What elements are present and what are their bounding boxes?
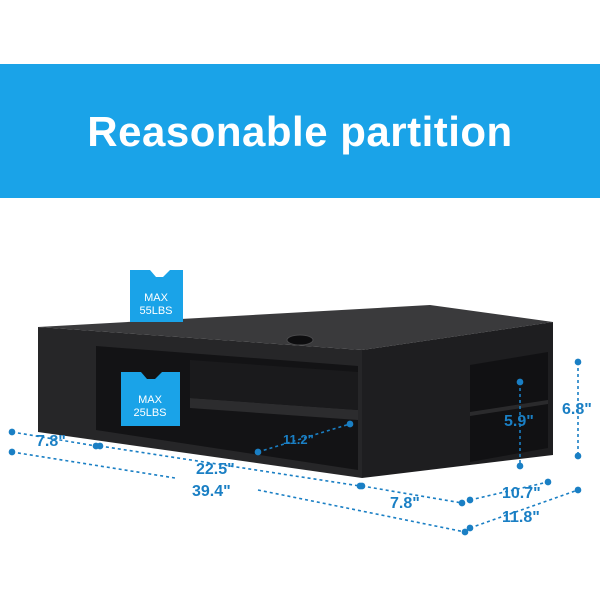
dim-depth-inner: 10.7" <box>502 485 541 502</box>
shelf-top <box>38 305 553 350</box>
badge-middle-line1: MAX <box>138 394 162 406</box>
dim-line-right <box>358 482 466 507</box>
dim-left-section: 7.8" <box>36 433 66 450</box>
middle-compartment-back <box>190 360 358 410</box>
badge-middle-line2: 25LBS <box>133 407 167 419</box>
dim-depth-outer: 11.8" <box>502 509 540 526</box>
max-25lbs-badge <box>121 372 180 426</box>
dim-right-section: 7.8" <box>390 495 420 512</box>
dim-line-left <box>8 428 100 450</box>
badge-top-line2: 55LBS <box>139 305 173 317</box>
header-banner: Reasonable partition <box>0 64 600 198</box>
dim-line-depth-outer <box>466 486 582 532</box>
dim-line-total-a <box>8 448 176 479</box>
dim-total-length: 39.4" <box>192 483 231 500</box>
dim-line-inner-depth <box>254 420 354 456</box>
dim-inner-height: 5.9" <box>504 413 534 430</box>
max-55lbs-badge <box>130 270 183 322</box>
dim-inner-depth: 11.2" <box>283 432 314 447</box>
badge-top-text: MAX 55LBS <box>131 292 181 318</box>
side-opening-shelf <box>470 400 548 416</box>
dim-line-middle <box>96 442 364 490</box>
dim-middle-section: 22.5" <box>196 461 235 478</box>
dim-total-height: 6.8" <box>562 401 592 418</box>
badge-middle-text: MAX 25LBS <box>125 394 175 420</box>
badge-top-line1: MAX <box>144 292 168 304</box>
cable-hole <box>286 334 314 346</box>
middle-compartment-shelf <box>190 398 358 420</box>
dim-line-total-b <box>257 489 469 536</box>
banner-title: Reasonable partition <box>87 108 513 155</box>
